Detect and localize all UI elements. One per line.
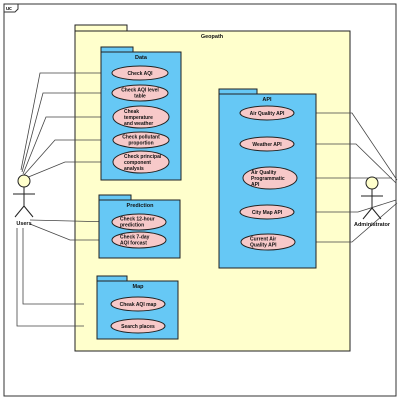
actor-name: Users <box>16 221 31 227</box>
actor-head <box>17 174 31 188</box>
package-name: Map <box>133 284 145 290</box>
package-prediction: Prediction Check 12-hour prediction Chec… <box>98 194 181 259</box>
package-tab <box>98 194 132 201</box>
actor-leg <box>362 207 373 220</box>
use-case[interactable]: Check 7-day AQI forcast <box>111 231 167 249</box>
use-case-label: City Map API <box>252 210 283 216</box>
system-tab <box>74 24 128 32</box>
use-case-label: API <box>251 182 260 188</box>
package-tab <box>218 88 258 95</box>
use-case[interactable]: Cheak AQI map <box>110 296 166 312</box>
association-line <box>29 223 112 241</box>
association-line <box>16 228 84 327</box>
association-line <box>20 72 113 171</box>
use-case-label: AQI forcast <box>120 241 147 247</box>
use-case[interactable]: Check principal component analysis <box>112 150 170 174</box>
actor-administrator[interactable]: Administrator <box>354 176 391 228</box>
actor-users[interactable]: Users <box>13 174 35 227</box>
use-case-label: Search places <box>121 324 155 330</box>
use-case[interactable]: Check pollutant proportion <box>112 131 170 149</box>
use-case-label: Check pollutant <box>122 135 160 141</box>
package-map: Map Cheak AQI map Search places <box>96 275 179 340</box>
association-line <box>21 92 113 173</box>
association-line <box>22 116 113 175</box>
use-case-label: Check principal <box>124 154 162 160</box>
use-case-label: Current Air <box>250 237 276 243</box>
use-case-label: temperature <box>124 115 153 121</box>
use-case-label: Weather API <box>252 142 282 148</box>
package-name: API <box>262 97 272 103</box>
package-name: Prediction <box>127 203 155 209</box>
actor-leg <box>14 205 25 218</box>
use-case-label: Cheak <box>124 109 139 115</box>
association-line <box>22 228 84 305</box>
use-case[interactable]: Check AQI level table <box>111 84 169 102</box>
use-case-label: Check 12-hour <box>120 217 155 223</box>
use-case[interactable]: Air Quality API <box>239 105 295 121</box>
use-case[interactable]: Check 12-hour prediction <box>111 213 167 231</box>
use-case-label: Check AQI <box>127 71 153 77</box>
system-name: Geopath <box>201 34 224 40</box>
association-line <box>25 161 113 179</box>
use-case[interactable]: Cheak temperature and weather <box>112 105 170 129</box>
use-case-label: and weather <box>124 121 153 127</box>
package-name: Data <box>135 55 148 61</box>
use-case-label: Air Quality API <box>250 111 285 117</box>
actor-leg <box>371 207 382 220</box>
use-case[interactable]: Check AQI <box>111 65 169 81</box>
package-api: API Air Quality API Weather API Air Qual… <box>218 88 317 269</box>
use-case-label: Cheak AQI map <box>120 302 157 308</box>
use-case[interactable]: Search places <box>110 318 166 334</box>
use-case-label: proportion <box>128 141 153 147</box>
actor-head <box>365 176 379 190</box>
use-case[interactable]: Weather API <box>239 136 295 152</box>
use-case-label: Check 7-day <box>120 235 150 241</box>
use-case-label: table <box>134 94 146 100</box>
use-case[interactable]: Current Air Quality API <box>240 233 296 251</box>
actor-name: Administrator <box>354 222 391 228</box>
actor-leg <box>23 205 34 218</box>
package-tab <box>100 46 134 53</box>
use-case[interactable]: City Map API <box>239 204 295 220</box>
association-line <box>23 139 113 176</box>
frame-label: uc <box>6 6 12 12</box>
use-case-label: prediction <box>120 223 144 229</box>
use-case-label: Quality API <box>250 243 277 249</box>
package-tab <box>96 275 128 282</box>
use-case-label: Check AQI level <box>121 88 159 94</box>
use-case-label: component <box>124 160 151 166</box>
use-case-label: Air Quality <box>251 170 277 176</box>
use-case[interactable]: Air Quality Programmatic API <box>242 166 298 190</box>
use-case-label: Programmatic <box>251 176 285 182</box>
package-data: Data Check AQI Check AQI level table Che… <box>100 46 182 181</box>
use-case-label: analysis <box>124 166 144 172</box>
